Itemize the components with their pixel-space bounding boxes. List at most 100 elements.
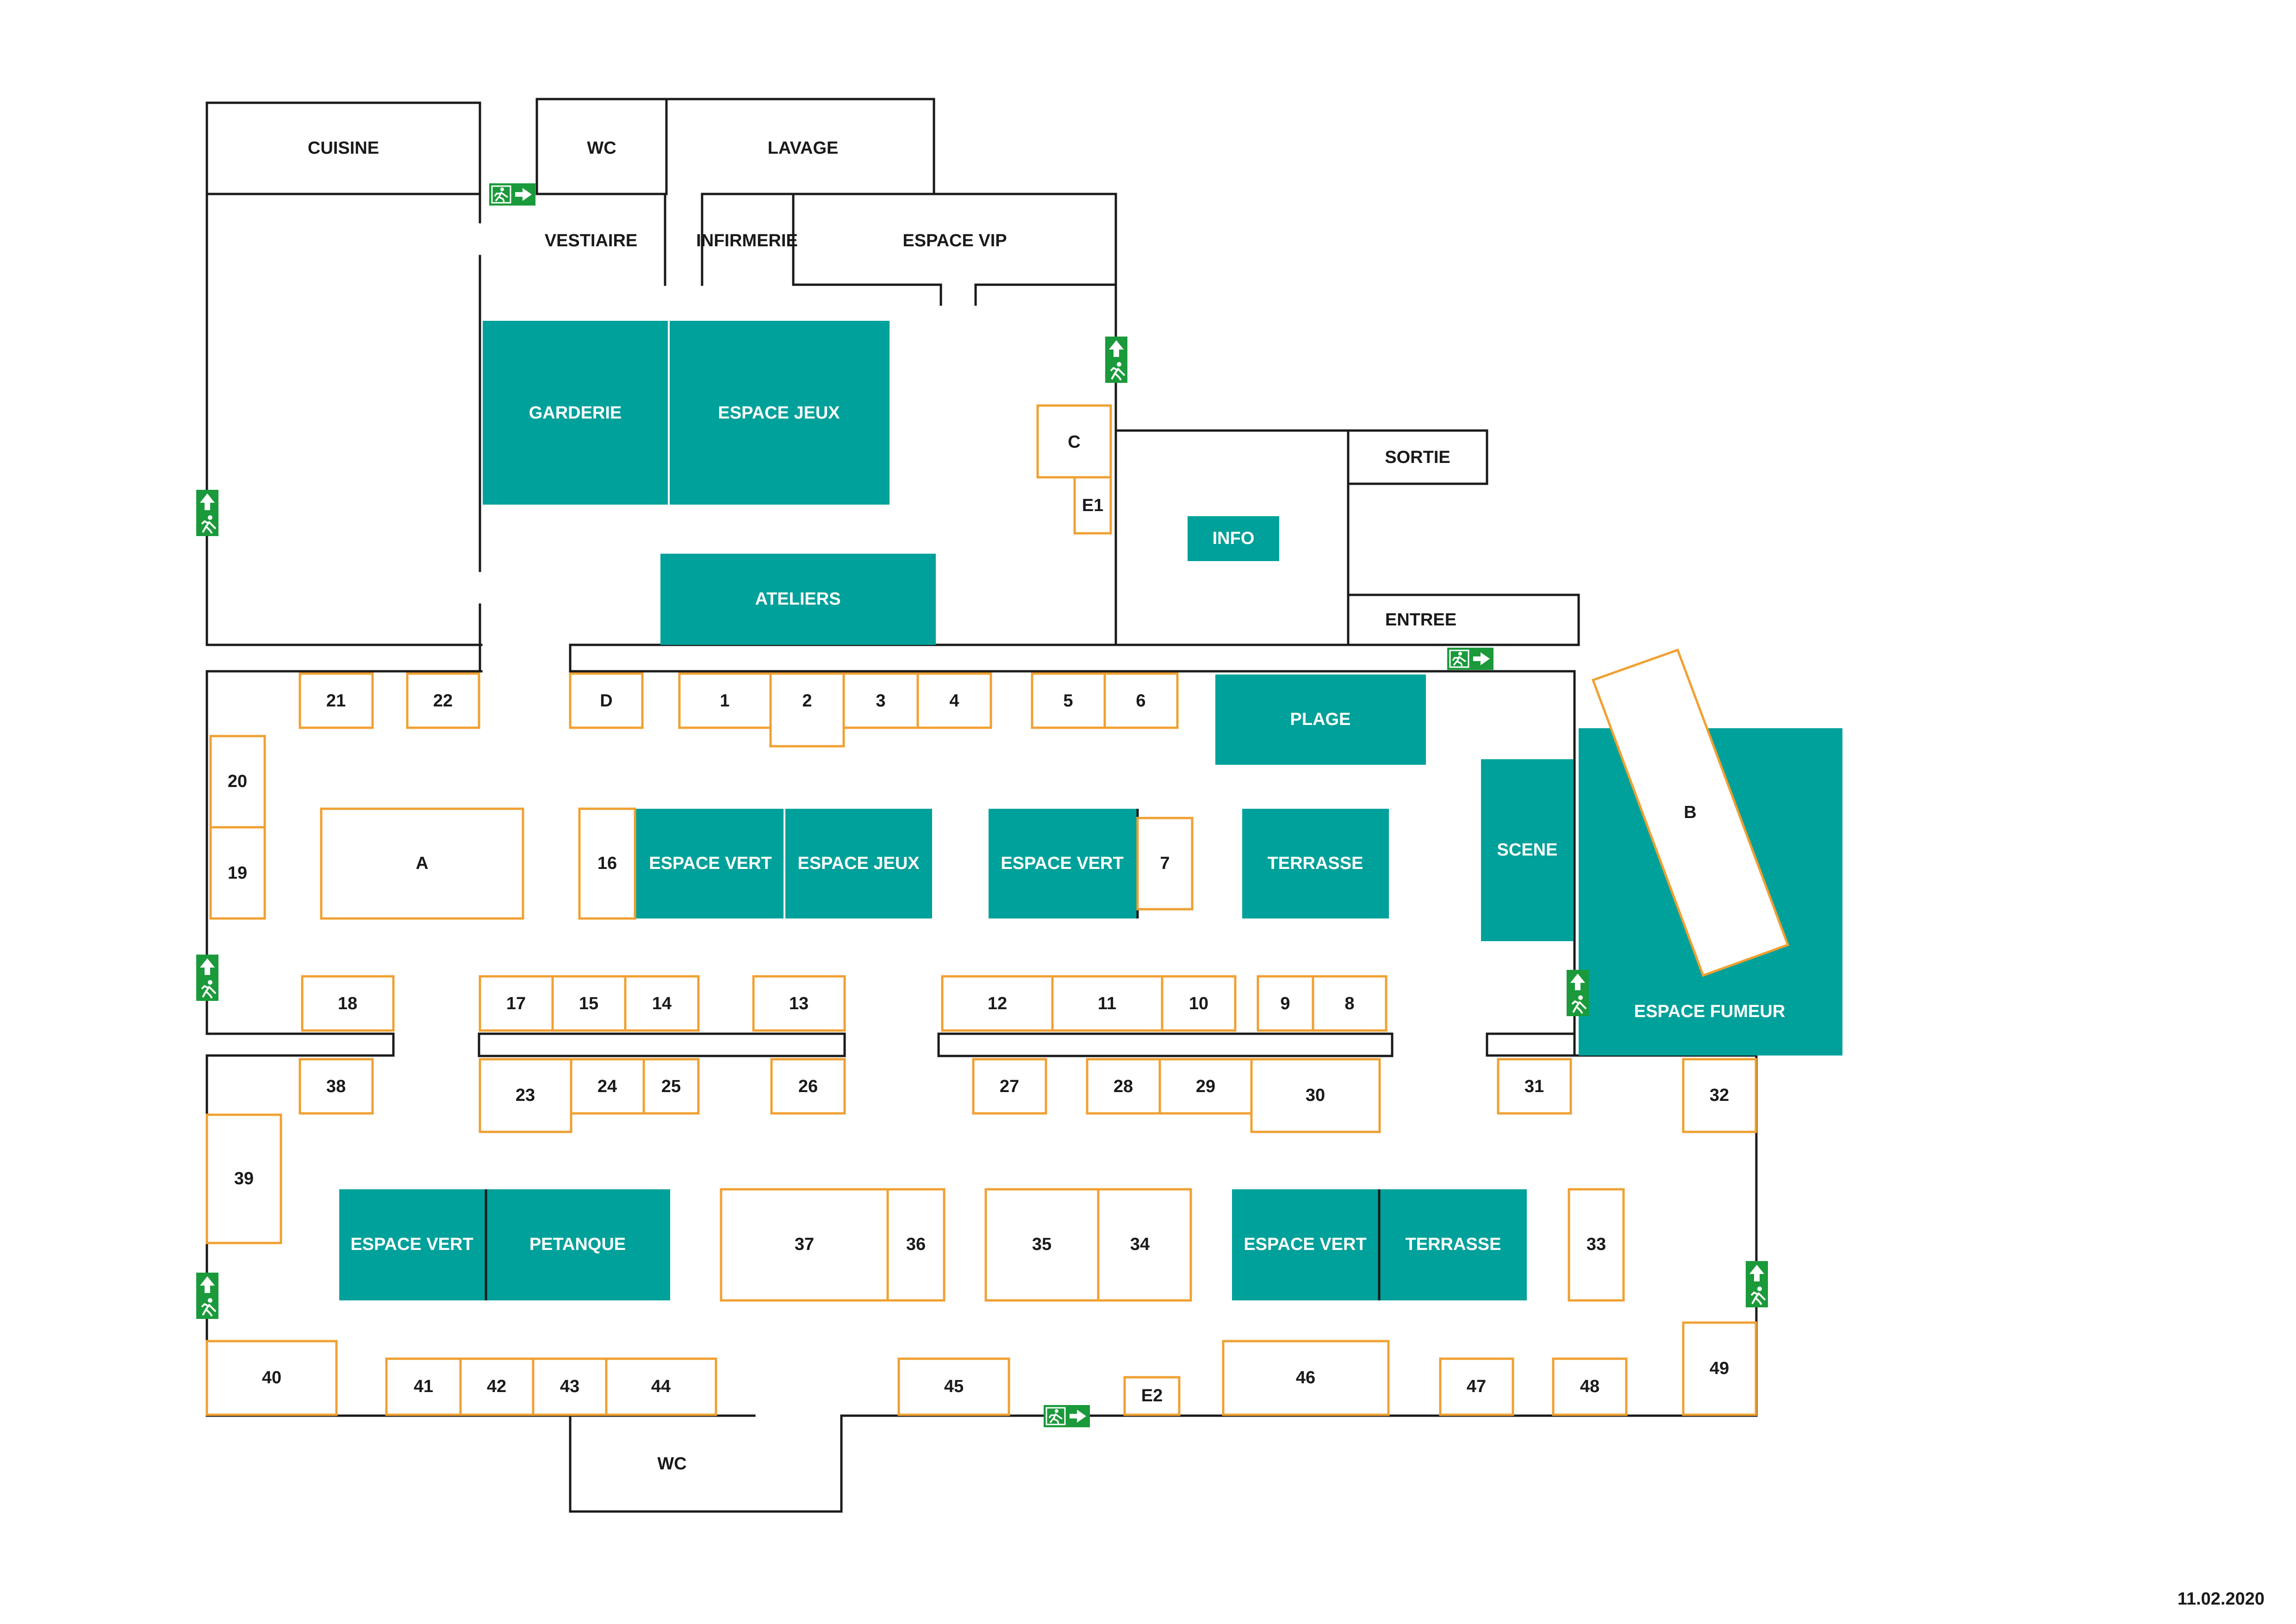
stand-e1[interactable] [1073, 476, 1112, 535]
stand-34[interactable] [1097, 1188, 1192, 1302]
emergency-exit-icon [1745, 1260, 1769, 1308]
zones [339, 321, 1842, 1300]
stand-7-label: 7 [1160, 854, 1170, 873]
stand-24[interactable] [570, 1058, 645, 1115]
stand-25-label: 25 [661, 1077, 681, 1096]
stand-26[interactable] [770, 1058, 846, 1115]
room-lavage-label: LAVAGE [768, 138, 839, 158]
stands [205, 404, 1790, 1416]
stand-18[interactable] [301, 975, 395, 1032]
stand-48[interactable] [1552, 1357, 1628, 1416]
stand-7[interactable] [1136, 817, 1194, 911]
stand-40[interactable] [205, 1340, 338, 1416]
stand-8[interactable] [1312, 975, 1388, 1032]
stand-6[interactable] [1103, 672, 1179, 729]
divider-row-2 [937, 1032, 1394, 1057]
room-entree [1347, 593, 1580, 646]
zone-espace-vert-3-label: ESPACE VERT [350, 1235, 473, 1254]
stand-3[interactable] [842, 672, 919, 729]
stand-9[interactable] [1257, 975, 1314, 1032]
stand-10[interactable] [1161, 975, 1237, 1032]
stand-b[interactable] [1591, 648, 1790, 977]
stand-20-label: 20 [228, 772, 247, 791]
room-cuisine-label: CUISINE [308, 138, 379, 158]
stand-4[interactable] [916, 672, 992, 729]
stand-21[interactable] [299, 672, 374, 729]
stand-2-label: 2 [802, 691, 812, 711]
stand-27[interactable] [972, 1058, 1047, 1115]
zone-espace-vert-petanque [339, 1189, 670, 1300]
zone-terrasse-1 [1242, 809, 1389, 918]
stand-1[interactable] [678, 672, 772, 729]
emergency-exit-icon [195, 1272, 219, 1320]
stand-12[interactable] [941, 975, 1054, 1032]
stand-32[interactable] [1682, 1058, 1757, 1133]
room-infirmerie-label: INFIRMERIE [696, 231, 798, 250]
zone-ateliers [660, 554, 936, 645]
stand-39[interactable] [205, 1113, 282, 1244]
stand-46[interactable] [1222, 1340, 1390, 1416]
zone-scene [1481, 759, 1574, 941]
stand-28[interactable] [1086, 1058, 1161, 1115]
stand-4-label: 4 [949, 691, 959, 711]
zone-scene-label: SCENE [1497, 840, 1558, 860]
stand-13[interactable] [752, 975, 846, 1032]
stand-c[interactable] [1036, 404, 1112, 479]
stand-11-label: 11 [1098, 994, 1116, 1013]
stand-11[interactable] [1051, 975, 1164, 1032]
room-wc-bottom-label: WC [657, 1454, 686, 1474]
stand-22-label: 22 [433, 691, 453, 711]
stand-e1-label: E1 [1082, 496, 1103, 515]
stand-d[interactable] [569, 672, 644, 729]
stand-47[interactable] [1439, 1357, 1514, 1416]
stand-16[interactable] [578, 807, 636, 920]
stand-d-label: D [600, 691, 612, 711]
stand-33-label: 33 [1587, 1235, 1606, 1254]
zone-info [1188, 516, 1279, 561]
stand-36[interactable] [886, 1188, 946, 1302]
stand-c-label: C [1068, 432, 1080, 452]
emergency-exit-icon [195, 489, 219, 537]
stand-41[interactable] [385, 1357, 462, 1416]
emergency-exit-icon [1104, 336, 1128, 384]
stand-35[interactable] [984, 1188, 1100, 1302]
stand-30[interactable] [1250, 1058, 1381, 1133]
stand-9-label: 9 [1280, 994, 1290, 1013]
zone-espace-vert-2 [989, 809, 1138, 918]
emergency-exit-icon [488, 182, 536, 206]
stand-14[interactable] [624, 975, 700, 1032]
stand-31[interactable] [1497, 1058, 1572, 1115]
stand-24-label: 24 [597, 1077, 617, 1096]
stand-16-label: 16 [597, 854, 617, 873]
emergency-exit-icon [1566, 969, 1590, 1017]
stand-17[interactable] [479, 975, 554, 1032]
stand-13-label: 13 [789, 994, 809, 1013]
stand-a[interactable] [320, 807, 524, 920]
stand-15[interactable] [551, 975, 627, 1032]
stand-22[interactable] [406, 672, 480, 729]
zone-espace-jeux-top [670, 321, 890, 505]
stand-35-label: 35 [1032, 1235, 1052, 1254]
stand-38[interactable] [299, 1058, 374, 1115]
stand-43-label: 43 [560, 1377, 579, 1396]
stand-45[interactable] [897, 1357, 1010, 1416]
stand-49[interactable] [1682, 1321, 1757, 1416]
stand-37[interactable] [720, 1188, 889, 1302]
stand-25[interactable] [642, 1058, 700, 1115]
room-vestiaire-label: VESTIAIRE [545, 231, 638, 250]
stand-e2[interactable] [1123, 1376, 1181, 1416]
stand-23[interactable] [479, 1058, 572, 1133]
zone-garderie-label: GARDERIE [529, 403, 622, 423]
stand-44[interactable] [605, 1357, 717, 1416]
zone-espace-jeux-top-label: ESPACE JEUX [718, 403, 840, 423]
stand-33[interactable] [1568, 1188, 1625, 1302]
emergency-exit-icon [1446, 647, 1494, 671]
stand-29[interactable] [1158, 1058, 1253, 1115]
stand-19[interactable] [209, 826, 266, 920]
stand-43[interactable] [532, 1357, 608, 1416]
stand-41-label: 41 [414, 1377, 433, 1396]
stand-5-label: 5 [1063, 691, 1073, 711]
zone-espace-vert-1-label: ESPACE VERT [649, 854, 772, 873]
stand-37-label: 37 [795, 1235, 814, 1254]
